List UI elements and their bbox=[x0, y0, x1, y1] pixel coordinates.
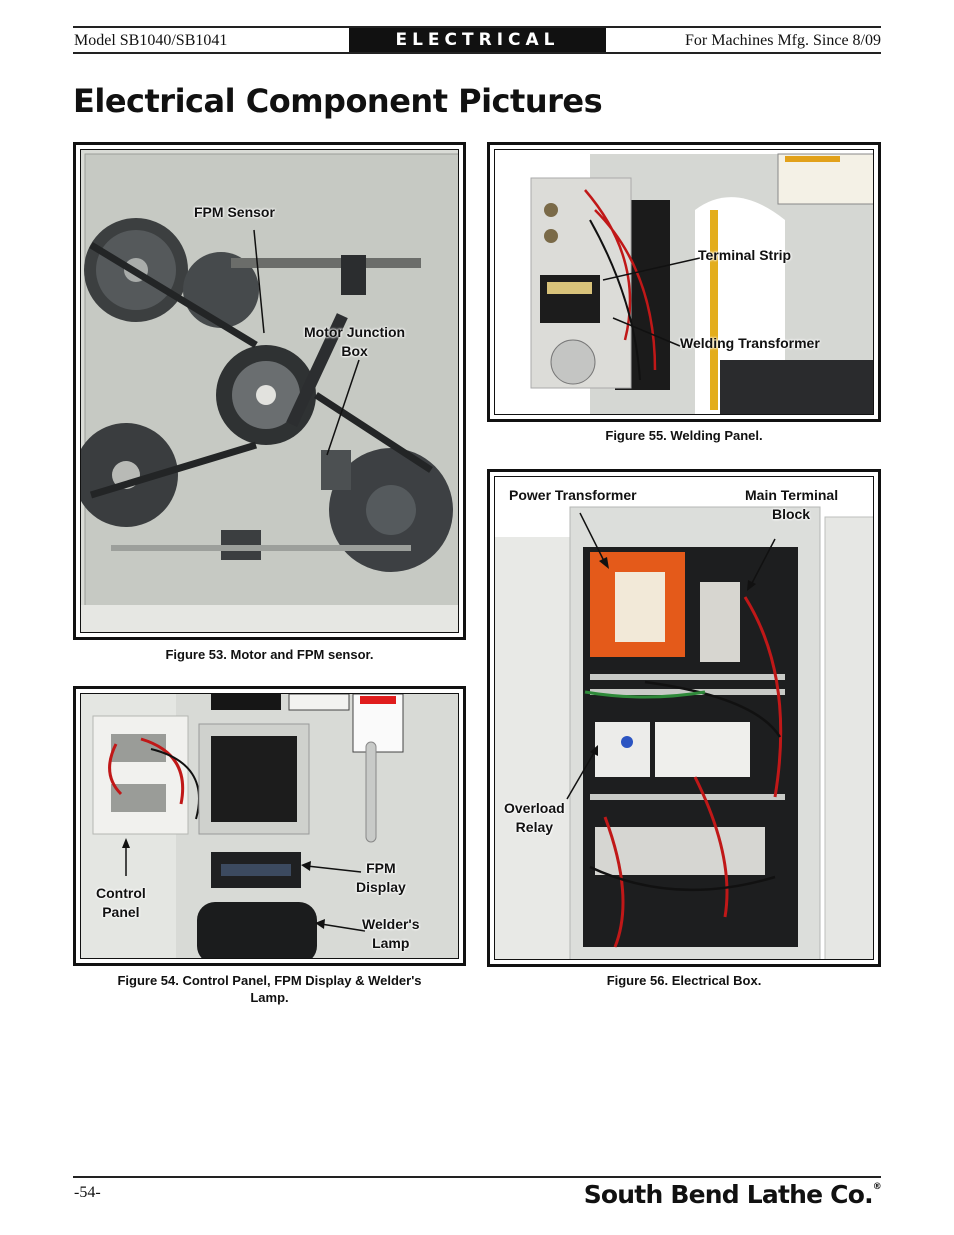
label-control-panel: Control Panel bbox=[96, 884, 146, 922]
label-motor-junction-line1: Motor Junction bbox=[304, 324, 406, 340]
header-rule-bottom bbox=[73, 52, 881, 54]
figure-55-image bbox=[494, 149, 874, 415]
figure-53-caption: Figure 53. Motor and FPM sensor. bbox=[165, 647, 374, 662]
figure-54-caption: Figure 54. Control Panel, FPM Display & … bbox=[73, 972, 466, 1006]
figure-55-frame: Terminal Strip Welding Transformer bbox=[487, 142, 881, 422]
header-mfg: For Machines Mfg. Since 8/09 bbox=[685, 32, 881, 49]
header-section-badge: ELECTRICAL bbox=[349, 28, 606, 52]
label-welding-transformer: Welding Transformer bbox=[680, 335, 820, 351]
figure-54-image bbox=[80, 693, 459, 959]
figure-56-frame: Power Transformer Main Terminal Block Ov… bbox=[487, 469, 881, 967]
label-fpm-line1: FPM bbox=[366, 860, 396, 876]
header-rule-top bbox=[73, 26, 881, 28]
footer-page-number: -54- bbox=[74, 1184, 101, 1201]
label-welder-line1: Welder's bbox=[362, 916, 420, 932]
figure-53-frame: FPM Sensor Motor Junction Box bbox=[73, 142, 466, 640]
registered-mark: ® bbox=[872, 1182, 882, 1192]
figure-56-caption: Figure 56. Electrical Box. bbox=[606, 973, 762, 988]
label-welder-line2: Lamp bbox=[372, 935, 410, 951]
header-model: Model SB1040/SB1041 bbox=[74, 32, 228, 49]
figure-53-image bbox=[80, 149, 459, 633]
label-control-line1: Control bbox=[96, 885, 146, 901]
label-main-terminal-line1: Main Terminal bbox=[745, 487, 839, 503]
label-welders-lamp: Welder's Lamp bbox=[362, 915, 420, 953]
label-control-line2: Panel bbox=[102, 904, 140, 920]
page-title: Electrical Component Pictures bbox=[73, 82, 603, 120]
label-motor-junction-box: Motor Junction Box bbox=[304, 323, 405, 361]
label-main-terminal-block: Main Terminal Block bbox=[745, 486, 838, 524]
label-fpm-display: FPM Display bbox=[356, 859, 406, 897]
footer-rule bbox=[73, 1176, 881, 1178]
label-overload-line2: Relay bbox=[515, 819, 554, 835]
footer-logo: South Bend Lathe Co.® bbox=[583, 1180, 882, 1209]
label-fpm-line2: Display bbox=[356, 879, 406, 895]
label-motor-junction-line2: Box bbox=[341, 343, 368, 359]
label-overload-line1: Overload bbox=[504, 800, 565, 816]
figure-54-caption-line1: Figure 54. Control Panel, FPM Display & … bbox=[117, 973, 422, 988]
label-overload-relay: Overload Relay bbox=[504, 799, 565, 837]
label-fpm-sensor: FPM Sensor bbox=[194, 204, 275, 220]
figure-55-caption: Figure 55. Welding Panel. bbox=[605, 428, 763, 443]
footer-logo-text: South Bend Lathe Co. bbox=[583, 1180, 874, 1209]
figure-54-caption-line2: Lamp. bbox=[250, 990, 289, 1005]
figure-54-frame: Control Panel FPM Display Welder's Lamp bbox=[73, 686, 466, 966]
label-main-terminal-line2: Block bbox=[771, 506, 811, 522]
label-terminal-strip: Terminal Strip bbox=[698, 247, 792, 263]
label-power-transformer: Power Transformer bbox=[509, 487, 637, 503]
figure-56-image bbox=[494, 476, 874, 960]
